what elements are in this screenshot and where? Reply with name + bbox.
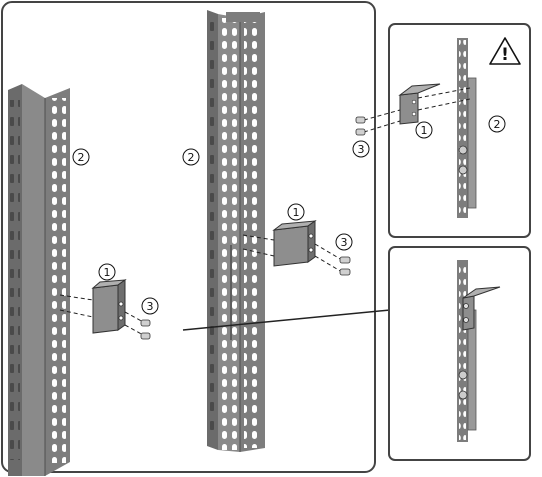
callout-rail-top-inset: 2 xyxy=(488,115,506,133)
svg-text:!: ! xyxy=(501,45,509,65)
svg-text:1: 1 xyxy=(293,206,300,219)
top-inset-bracket xyxy=(355,83,471,136)
screw-icon xyxy=(140,319,151,340)
callout-rail-left: 2 xyxy=(72,148,90,166)
callout-screws-center: 3 xyxy=(335,233,353,251)
callout-screws-left: 3 xyxy=(141,297,159,315)
leader-line xyxy=(182,309,391,331)
svg-text:3: 3 xyxy=(358,143,365,156)
svg-text:1: 1 xyxy=(104,266,111,279)
center-bracket-assembly xyxy=(230,220,351,340)
svg-text:1: 1 xyxy=(421,124,428,137)
bottom-inset-bracket xyxy=(462,286,501,331)
screw-icon xyxy=(355,116,366,136)
callout-bracket-left: 1 xyxy=(98,263,116,281)
callout-bracket-center: 1 xyxy=(287,203,305,221)
svg-text:2: 2 xyxy=(188,151,195,164)
svg-text:2: 2 xyxy=(78,151,85,164)
top-inset-rail xyxy=(457,38,477,218)
callout-screws-top-inset: 3 xyxy=(352,140,370,158)
left-bracket-assembly xyxy=(59,279,151,340)
screw-icon xyxy=(339,256,351,276)
callout-rail-center: 2 xyxy=(182,148,200,166)
svg-text:3: 3 xyxy=(341,236,348,249)
svg-text:3: 3 xyxy=(147,300,154,313)
svg-text:2: 2 xyxy=(494,118,501,131)
main-panel xyxy=(1,1,376,473)
left-rail xyxy=(8,84,70,476)
callout-bracket-top-inset: 1 xyxy=(415,121,433,139)
warning-triangle-icon: ! xyxy=(489,37,521,65)
center-rail xyxy=(207,10,265,452)
